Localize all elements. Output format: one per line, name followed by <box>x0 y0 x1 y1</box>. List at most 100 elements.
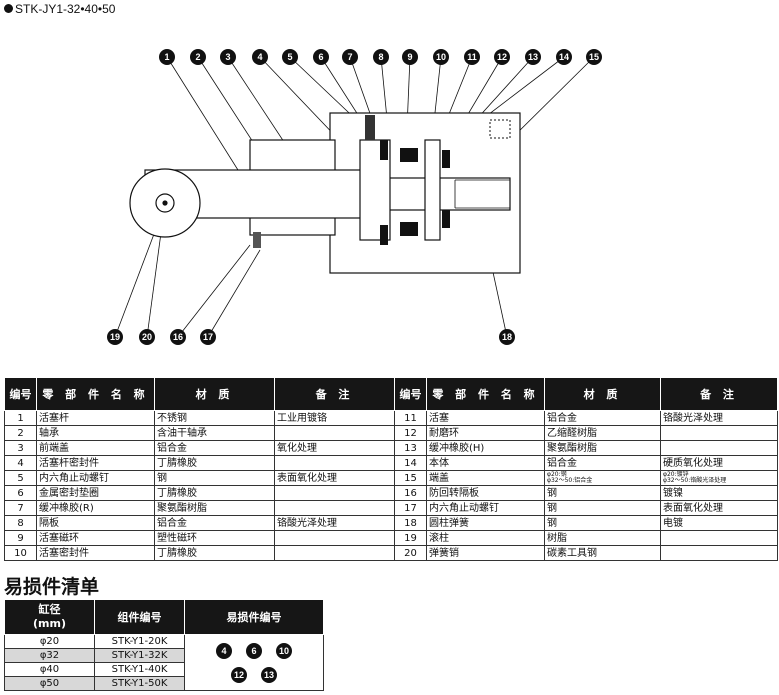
table-cell: 2 <box>4 425 37 441</box>
callout-bubble <box>373 49 389 65</box>
bore-cell: φ32 <box>4 648 95 663</box>
table-cell: 活塞 <box>426 410 545 426</box>
callout-label: 11 <box>467 52 477 62</box>
table-cell <box>660 545 778 561</box>
table-cell: 10 <box>4 545 37 561</box>
header-cell: 编号 <box>4 377 37 411</box>
table-cell <box>274 455 395 471</box>
table-cell: 端盖 <box>426 470 545 486</box>
callout-badge: 4 <box>216 642 232 659</box>
kit-cell: STK-Y1-50K <box>94 676 185 691</box>
spring <box>454 179 510 209</box>
table-cell: 表面氧化处理 <box>274 470 395 486</box>
callout-label: 17 <box>203 332 213 342</box>
table-cell: 13 <box>394 440 427 456</box>
callout-label: 14 <box>559 52 569 62</box>
callout-bubble <box>433 49 449 65</box>
table-cell: 丁腈橡胶 <box>154 455 275 471</box>
table-cell: 4 <box>4 455 37 471</box>
table-cell: 14 <box>394 455 427 471</box>
callout-bubble <box>139 329 155 345</box>
table-cell: 圆柱弹簧 <box>426 515 545 531</box>
callout-bubble <box>342 49 358 65</box>
callout-bubble <box>525 49 541 65</box>
table-cell: 前端盖 <box>36 440 155 456</box>
table-cell: 铬酸光泽处理 <box>660 410 778 426</box>
table-cell: 缓冲橡胶(H) <box>426 440 545 456</box>
callout-bubble <box>252 49 268 65</box>
table-cell: 隔板 <box>36 515 155 531</box>
header-bore: 缸径 (mm) <box>4 599 95 635</box>
table-cell <box>274 530 395 546</box>
table-row: φ32 STK-Y1-32K <box>4 648 324 663</box>
callout-label: 8 <box>378 52 383 62</box>
table-cell <box>274 545 395 561</box>
cell-line: φ32～50:铝合金 <box>547 477 593 484</box>
table-cell: 铝合金 <box>544 410 661 426</box>
header-cell: 材 质 <box>154 377 275 411</box>
callout-label: 1 <box>164 52 169 62</box>
table-cell: 19 <box>394 530 427 546</box>
callout-bubble <box>190 49 206 65</box>
title-text: STK-JY1-32•40•50 <box>15 2 116 16</box>
header-cell: 备 注 <box>274 377 395 411</box>
table-cell: 硬质氧化处理 <box>660 455 778 471</box>
page-title: STK-JY1-32•40•50 <box>4 2 115 16</box>
table-cell: 18 <box>394 515 427 531</box>
table-cell <box>274 485 395 501</box>
table-cell: 铝合金 <box>154 440 275 456</box>
callout-label: 20 <box>142 332 152 342</box>
callout-label: 5 <box>287 52 292 62</box>
callout-label: 19 <box>110 332 120 342</box>
table-cell: 钢 <box>544 485 661 501</box>
table-cell: 含油干轴承 <box>154 425 275 441</box>
table-cell: 铬酸光泽处理 <box>274 515 395 531</box>
table-cell: 9 <box>4 530 37 546</box>
table-cell: 16 <box>394 485 427 501</box>
table-cell: 1 <box>4 410 37 426</box>
cylinder-body <box>129 112 521 274</box>
table-cell: 3 <box>4 440 37 456</box>
callout-label: 13 <box>528 52 538 62</box>
callout-bubble <box>499 329 515 345</box>
seal-details <box>253 115 511 248</box>
callout-bubble <box>107 329 123 345</box>
callout-bubble <box>220 49 236 65</box>
table-cell: 工业用镀铬 <box>274 410 395 426</box>
table-cell: 钢 <box>544 515 661 531</box>
callout-bubble <box>402 49 418 65</box>
table-cell: 活塞密封件 <box>36 545 155 561</box>
parts-table: 编号 零 部 件 名 称 材 质 备 注 编号 零 部 件 名 称 材 质 备 … <box>4 377 778 561</box>
table-cell: 内六角止动螺钉 <box>36 470 155 486</box>
kit-cell: STK-Y1-32K <box>94 648 185 663</box>
table-cell: 活塞杆密封件 <box>36 455 155 471</box>
callout-bubble <box>586 49 602 65</box>
table-cell: 活塞杆 <box>36 410 155 426</box>
callout-bubble <box>159 49 175 65</box>
table-cell: 7 <box>4 500 37 516</box>
table-cell: 5 <box>4 470 37 486</box>
table-cell: 丁腈橡胶 <box>154 485 275 501</box>
bore-cell: φ50 <box>4 676 95 691</box>
cell-line: φ20:镀锌 <box>663 471 689 478</box>
table-cell: 聚氨酯树脂 <box>544 440 661 456</box>
table-cell: 缓冲橡胶(R) <box>36 500 155 516</box>
kit-cell: STK-Y1-40K <box>94 662 185 677</box>
header-cell: 编号 <box>394 377 427 411</box>
header-kit: 组件编号 <box>94 599 185 635</box>
table-cell: 氧化处理 <box>274 440 395 456</box>
table-cell: 镀镍 <box>660 485 778 501</box>
header-codes: 易损件编号 <box>184 599 324 635</box>
